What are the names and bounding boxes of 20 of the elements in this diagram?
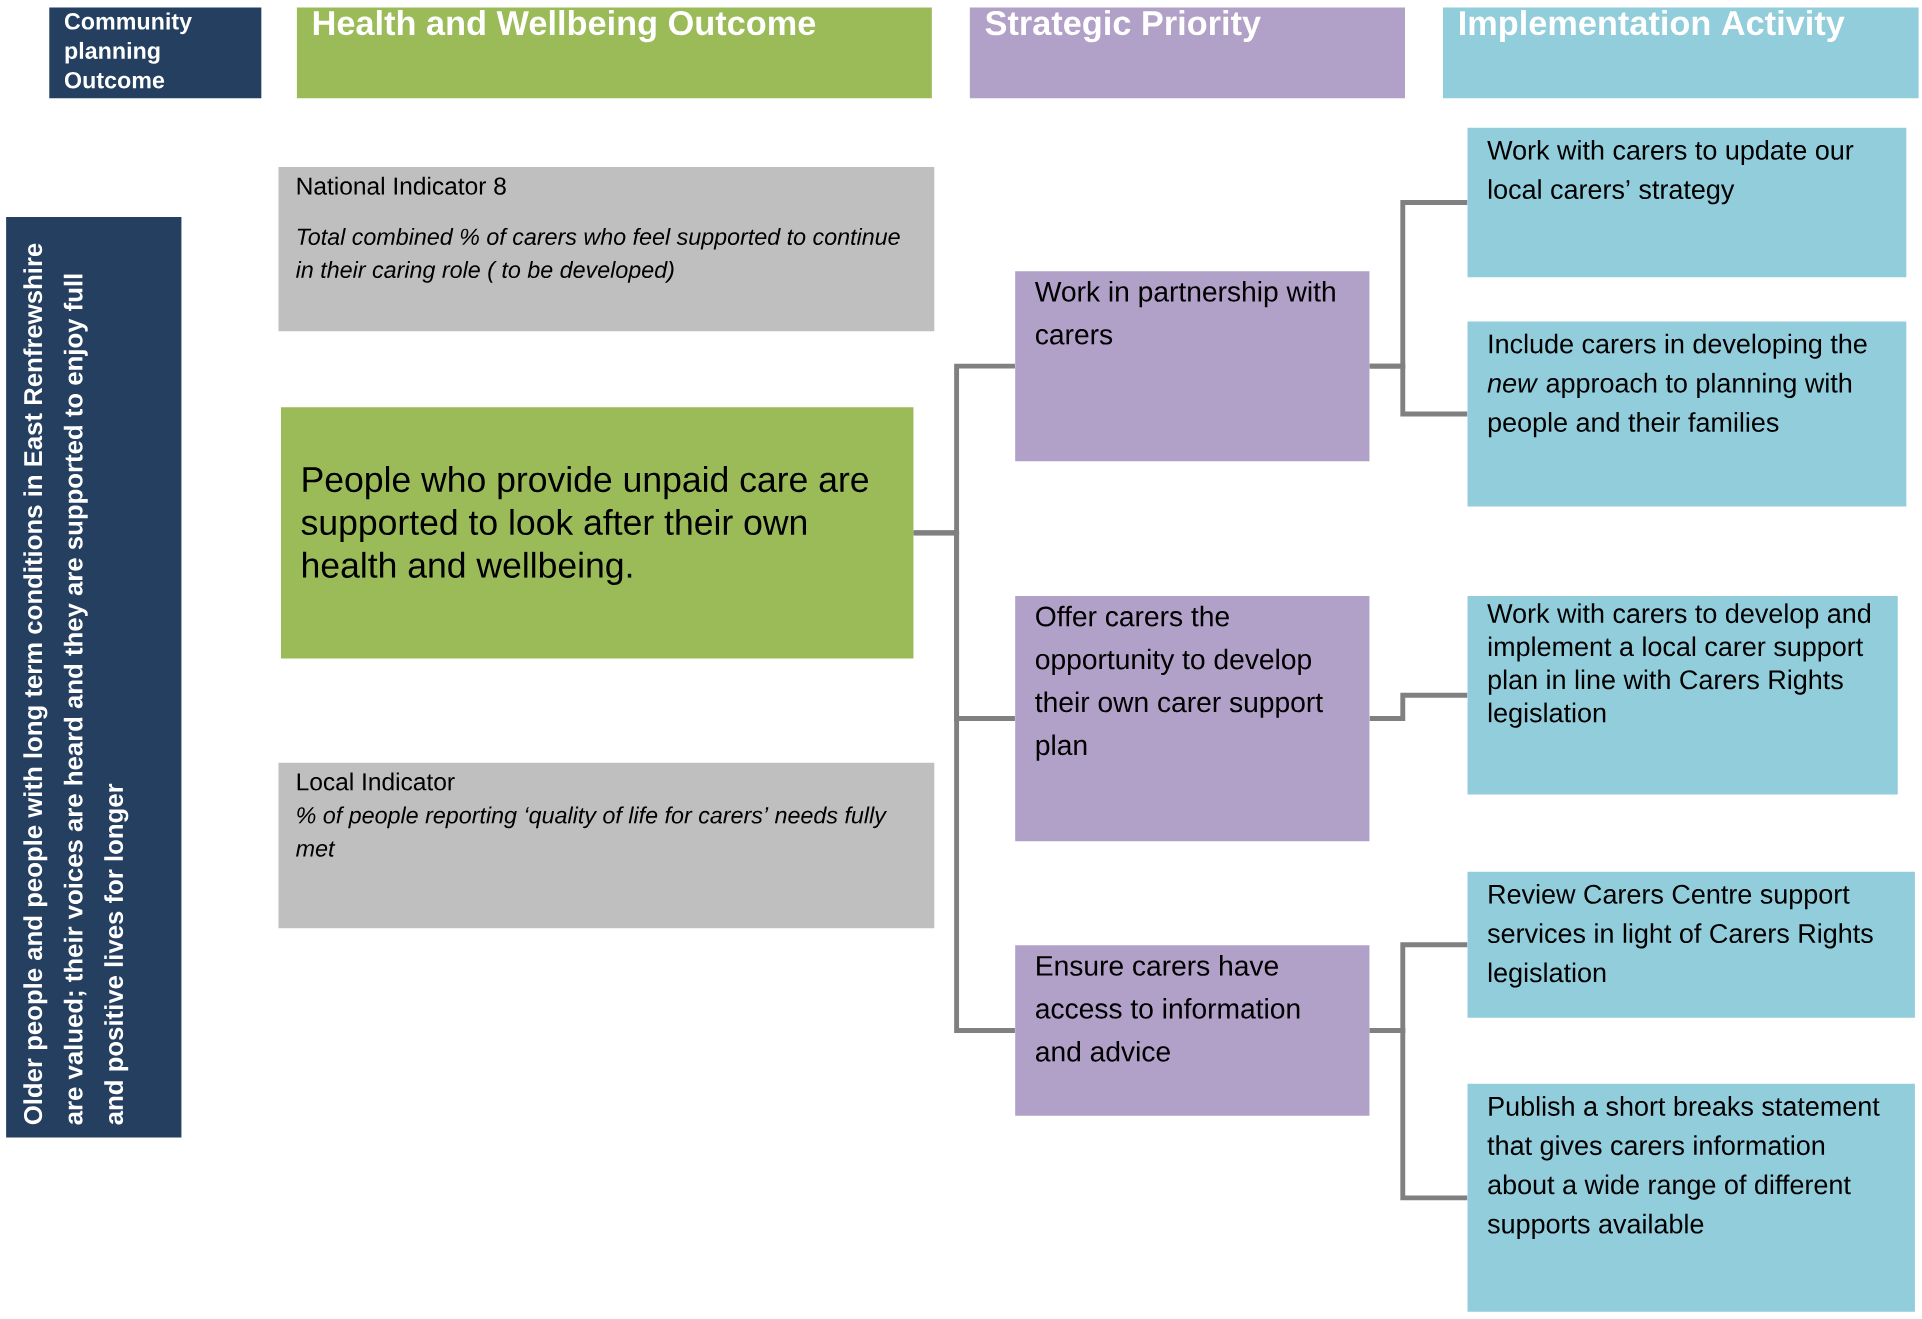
- activity-box: Work with carers to update our local carers’ strategy: [1467, 127, 1907, 278]
- header-bar: Implementation Activity: [1443, 7, 1919, 99]
- indicator-box: Local Indicator % of people reporting ‘quality of life for carers’ needs fully met: [278, 762, 935, 929]
- connector-line: [1369, 692, 1468, 722]
- activity-box: Review Carers Centre support services in light of Carers Rights legislation: [1467, 871, 1915, 1018]
- priority-box: Ensure carers have access to information and advice: [1015, 945, 1370, 1116]
- activity-box: Include carers in developing the new approach to planning with people and their families: [1467, 321, 1907, 507]
- indicator-box: National Indicator 8 Total combined % of carers who feel supported to continue in their caring role ( to be developed): [278, 167, 935, 332]
- connector-line: [1369, 363, 1468, 417]
- connector-line: [1369, 1028, 1468, 1201]
- outcome-box: People who provide unpaid care are supported to look after their own health and wellbeing.: [280, 407, 914, 659]
- activity-box: Work with carers to develop and implement a local carer support plan in line with Carers Rights legislation: [1467, 596, 1898, 795]
- header-bar: Community planning Outcome: [49, 7, 262, 99]
- activity-box: Publish a short breaks statement that gives carers information about a wide range of different supports available: [1467, 1083, 1915, 1312]
- header-bar: Health and Wellbeing Outcome: [296, 7, 932, 99]
- outcome-banner: Older people and people with long term conditions in East Renfrewshire are valued; their voices are heard and they are supported to enjoy full and positive lives for longer: [6, 217, 182, 1138]
- connector-line: [913, 530, 1015, 1033]
- priority-box: Offer carers the opportunity to develop their own carer support plan: [1015, 596, 1370, 842]
- header-bar: Strategic Priority: [969, 7, 1405, 99]
- priority-box: Work in partnership with carers: [1015, 271, 1370, 462]
